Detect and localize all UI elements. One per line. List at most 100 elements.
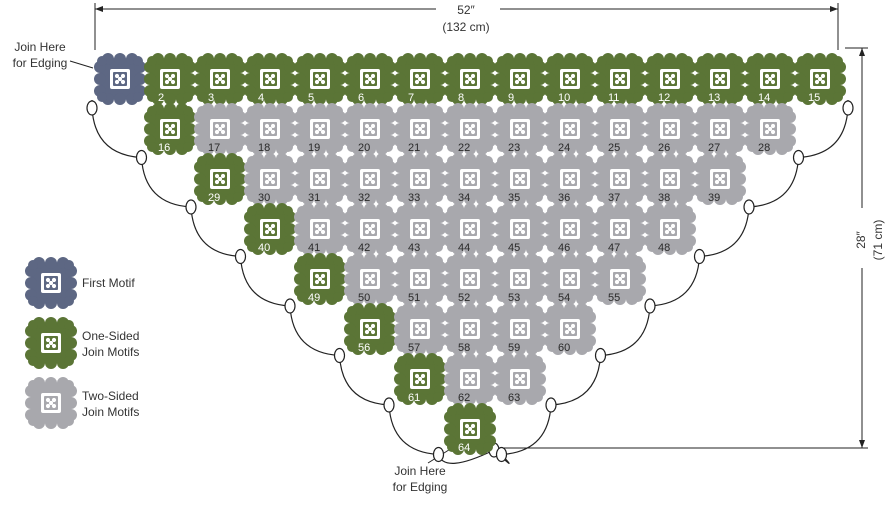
legend-swatch-one_sided [25,317,77,369]
motif-r3-c7 [594,203,646,255]
motif-r4-c6 [594,253,646,305]
edging-arc-right [600,305,651,357]
motif-number: 39 [708,192,720,204]
motif-number: 23 [508,142,520,154]
motif-number: 4 [258,92,264,104]
motif-number: 56 [358,342,370,354]
motif-r0-c9 [544,53,596,105]
motif-number: 57 [408,342,420,354]
motif-number: 10 [558,92,570,104]
motif-r3-c3 [394,203,446,255]
join-top-line2: for Edging [13,56,68,70]
edging-arc-right [748,157,800,208]
edging-arc-right [699,206,750,258]
edging-picot [234,248,247,265]
legend-label: Two-Sided [82,389,139,403]
motif-number: 9 [508,92,514,104]
legend-label: First Motif [82,276,135,290]
motif-number: 45 [508,242,520,254]
motif-r0-c4 [294,53,346,105]
motif-number: 61 [408,392,420,404]
motif-r2-c9 [644,153,696,205]
motif-r0-c7 [444,53,496,105]
motif-number: 38 [658,192,670,204]
motif-r1-c3 [294,103,346,155]
edging-picot [135,149,148,166]
motif-number: 16 [158,142,170,154]
edging-arc-left [338,355,390,406]
motif-r5-c4 [544,303,596,355]
motif-r0-c11 [644,53,696,105]
width-dimension: 52″ (132 cm) [94,3,839,50]
motif-r0-c3 [244,53,296,105]
motif-number: 26 [658,142,670,154]
motif-number: 63 [508,392,520,404]
motif-r4-c3 [444,253,496,305]
edging-picot [644,298,656,314]
motif-number: 55 [608,292,620,304]
motif-r1-c11 [694,103,746,155]
legend-label: One-Sided [82,329,139,343]
motif-number: 40 [258,242,270,254]
edging-arc-left [190,206,241,258]
join-bottom-line1: Join Here [394,464,446,478]
edging-picot [86,100,98,116]
join-label-bottom: Join Here for Edging [393,447,453,494]
motif-number: 42 [358,242,370,254]
motif-r7-c0 [444,403,496,455]
motif-number: 54 [558,292,570,304]
motif-r2-c10 [694,153,746,205]
motif-r1-c5 [394,103,446,155]
motif-r4-c1 [344,253,396,305]
motif-r1-c12 [744,103,796,155]
legend-label: Join Motifs [82,405,139,419]
motif-number: 43 [408,242,420,254]
motif-r2-c2 [294,153,346,205]
edging-picot [792,149,805,166]
motif-number: 36 [558,192,570,204]
motif-r1-c4 [344,103,396,155]
motif-number: 37 [608,192,620,204]
motif-r1-c6 [444,103,496,155]
edging-picot [383,397,395,413]
legend-label: Join Motifs [82,345,139,359]
motif-number: 7 [408,92,414,104]
edging-arc-left [289,305,340,357]
motif-number: 25 [608,142,620,154]
motif-number: 48 [658,242,670,254]
motif-r1-c0 [144,103,196,155]
motif-r5-c2 [444,303,496,355]
motif-number: 6 [358,92,364,104]
motif-r6-c1 [444,353,496,405]
motif-number: 44 [458,242,470,254]
motif-r2-c7 [544,153,596,205]
motif-number: 35 [508,192,520,204]
motif-number: 31 [308,192,320,204]
motif-r0-c0 [94,53,146,105]
motif-number: 12 [658,92,670,104]
motif-r0-c12 [694,53,746,105]
motif-number: 24 [558,142,570,154]
motif-number: 28 [758,142,770,154]
edging-picot [743,199,755,215]
edging-arc-left [388,404,439,456]
motif-r3-c0 [244,203,296,255]
motif-number: 30 [258,192,270,204]
edging-picot [545,397,557,413]
motif-number: 13 [708,92,720,104]
motif-r2-c6 [494,153,546,205]
height-inches: 28″ [854,230,868,248]
edging-arc-left [140,157,192,208]
edging-picot [594,347,607,364]
motif-r1-c2 [244,103,296,155]
legend-swatch-two_sided [25,377,77,429]
motif-number: 46 [558,242,570,254]
motif-number: 21 [408,142,420,154]
join-bottom-line2: for Edging [393,480,448,494]
motif-r3-c8 [644,203,696,255]
motif-r2-c5 [444,153,496,205]
edging-arc-right [649,256,701,307]
